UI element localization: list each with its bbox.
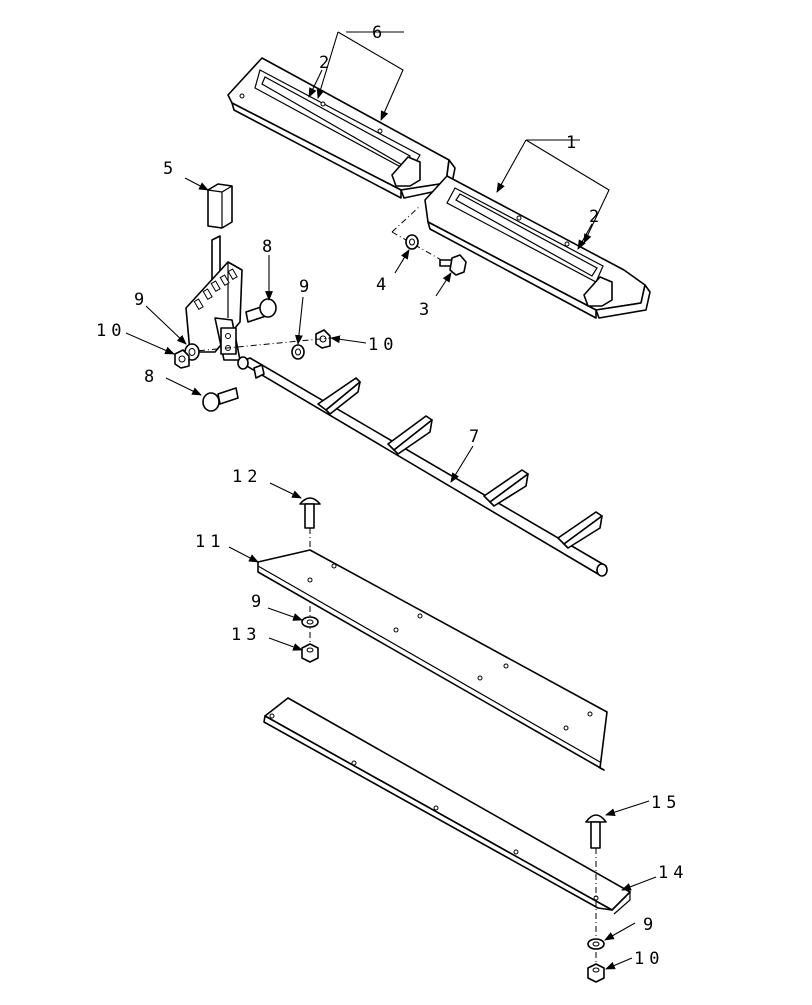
bolt-8-lower bbox=[202, 387, 239, 412]
callout-2-left: 2 bbox=[319, 53, 334, 73]
nut-10-left bbox=[174, 349, 190, 369]
callout-15: 15 bbox=[651, 793, 681, 813]
callout-8-upper: 8 bbox=[262, 237, 277, 257]
leader-lines bbox=[125, 31, 657, 970]
shield-plate-11 bbox=[257, 549, 608, 771]
callout-7: 7 bbox=[469, 427, 484, 447]
callout-5: 5 bbox=[163, 159, 178, 179]
nut-13 bbox=[301, 643, 319, 663]
bottom-strip-14 bbox=[263, 697, 631, 915]
callout-4: 4 bbox=[376, 275, 391, 295]
guard-plate-right bbox=[424, 175, 651, 319]
guard-plate-left bbox=[227, 57, 456, 199]
callout-9-bottom: 9 bbox=[643, 915, 658, 935]
callout-10-bottom: 10 bbox=[634, 949, 664, 969]
callout-9-plate: 9 bbox=[251, 592, 266, 612]
callout-6: 6 bbox=[372, 23, 387, 43]
callout-14: 14 bbox=[658, 863, 688, 883]
bolt-8-upper bbox=[245, 298, 277, 323]
callout-3: 3 bbox=[419, 300, 434, 320]
callout-12: 12 bbox=[232, 467, 262, 487]
callout-10-right: 10 bbox=[368, 335, 398, 355]
callout-9-left: 9 bbox=[134, 290, 149, 310]
hardware-cluster bbox=[174, 205, 467, 412]
callout-labels: 6 2 1 2 5 8 4 9 9 3 10 10 8 7 12 11 9 13… bbox=[96, 23, 688, 969]
nut-10-bottom bbox=[587, 963, 605, 983]
callout-9-right: 9 bbox=[299, 277, 314, 297]
cap-part-5 bbox=[207, 183, 233, 229]
mounting-bracket bbox=[185, 235, 243, 361]
callout-10-left: 10 bbox=[96, 321, 126, 341]
callout-1: 1 bbox=[566, 133, 581, 153]
callout-13: 13 bbox=[231, 625, 261, 645]
bolt-3 bbox=[439, 254, 467, 276]
callout-8-lower: 8 bbox=[144, 367, 159, 387]
nut-10-right bbox=[315, 329, 331, 349]
tine-bar bbox=[237, 356, 608, 577]
callout-11: 11 bbox=[195, 532, 225, 552]
callout-2-right: 2 bbox=[589, 207, 604, 227]
